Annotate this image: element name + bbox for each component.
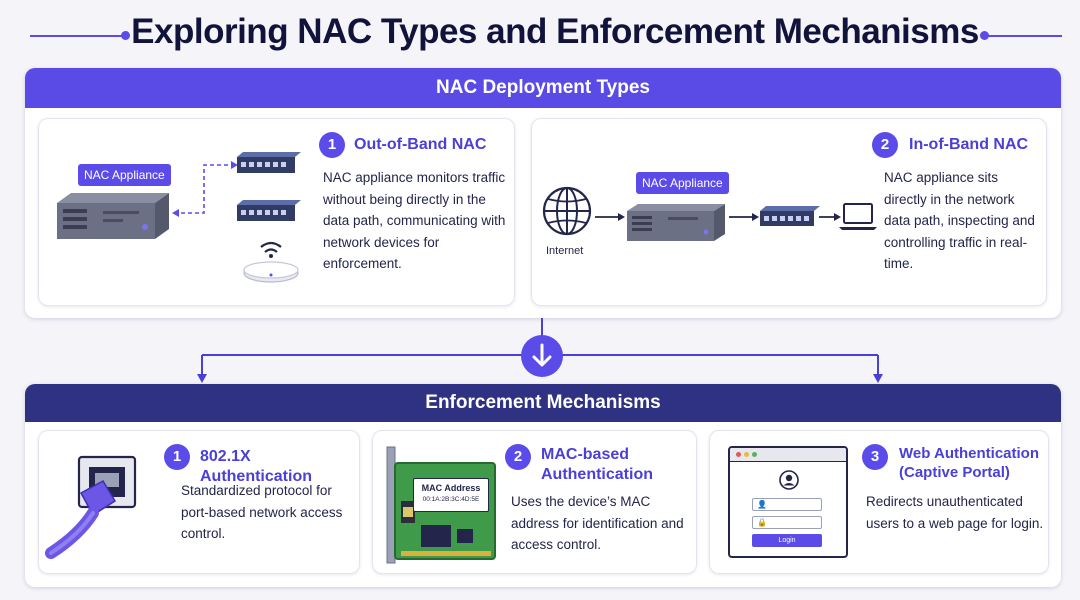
out-of-band-description: NAC appliance monitors traffic without b… bbox=[323, 170, 506, 271]
out-of-band-title: Out-of-Band NAC bbox=[354, 136, 487, 153]
enforcement-description-web-auth: Redirects unauthenticated users to a web… bbox=[866, 494, 1044, 531]
step-number-badge: 3 bbox=[862, 444, 888, 470]
flow-arrow bbox=[819, 213, 841, 221]
flow-arrow bbox=[729, 213, 759, 221]
flow-arrow bbox=[595, 213, 625, 221]
step-number-badge: 2 bbox=[505, 444, 531, 470]
network-switch-icon bbox=[237, 200, 301, 221]
server-appliance-icon bbox=[57, 193, 169, 239]
title-rule-right bbox=[988, 35, 1062, 37]
password-field[interactable]: 🔒 bbox=[752, 516, 822, 529]
deployment-types-section: NAC Deployment Types NAC Appliance bbox=[25, 68, 1061, 318]
enforcement-card-web-auth: 👤 🔒 Login 3 Web Authentication (Captive … bbox=[709, 430, 1049, 574]
enforcement-description-mac: Uses the device’s MAC address for identi… bbox=[511, 494, 684, 552]
ethernet-port-icon bbox=[45, 455, 137, 559]
title-rule-left bbox=[30, 35, 122, 37]
window-dot-green bbox=[752, 452, 757, 457]
out-of-band-card: NAC Appliance bbox=[38, 118, 515, 306]
page-title: Exploring NAC Types and Enforcement Mech… bbox=[131, 12, 979, 51]
network-card-icon: MAC Address 00:1A:2B:3C:4D:5E bbox=[381, 441, 501, 569]
title-dot-left bbox=[121, 31, 130, 40]
enforcement-title-mac: MAC-based Authentication bbox=[541, 446, 653, 483]
network-switch-icon bbox=[237, 152, 301, 173]
in-band-card: Internet NAC Appliance bbox=[531, 118, 1047, 306]
in-band-description: NAC appliance sits directly in the netwo… bbox=[884, 170, 1035, 271]
window-dot-red bbox=[736, 452, 741, 457]
mac-address-label: MAC Address bbox=[421, 483, 481, 493]
nac-appliance-tag: NAC Appliance bbox=[78, 164, 171, 186]
laptop-icon bbox=[839, 203, 877, 230]
enforcement-header: Enforcement Mechanisms bbox=[25, 384, 1061, 422]
enforcement-title-8021x: 802.1X Authentication bbox=[200, 448, 312, 485]
down-arrow-icon bbox=[521, 335, 563, 377]
network-switch-icon bbox=[760, 206, 820, 226]
window-dot-yellow bbox=[744, 452, 749, 457]
step-number-badge: 1 bbox=[164, 444, 190, 470]
user-icon: 👤 bbox=[757, 500, 767, 509]
title-row: Exploring NAC Types and Enforcement Mech… bbox=[0, 0, 1080, 66]
enforcement-card-8021x: 1 802.1X Authentication Standardized pro… bbox=[38, 430, 360, 574]
enforcement-description-8021x: Standardized protocol for port-based net… bbox=[181, 483, 343, 541]
login-button[interactable]: Login bbox=[752, 534, 822, 547]
step-number-badge: 2 bbox=[872, 132, 898, 158]
server-appliance-icon bbox=[627, 204, 725, 241]
lock-icon: 🔒 bbox=[757, 518, 767, 527]
username-field[interactable]: 👤 bbox=[752, 498, 822, 511]
nac-appliance-tag: NAC Appliance bbox=[636, 172, 729, 194]
internet-label: Internet bbox=[546, 245, 584, 257]
mac-address-value: 00:1A:2B:3C:4D:5E bbox=[422, 496, 480, 503]
enforcement-title-web-auth: Web Authentication (Captive Portal) bbox=[899, 445, 1039, 481]
deployment-types-header: NAC Deployment Types bbox=[25, 68, 1061, 108]
mac-address-sticker: MAC Address 00:1A:2B:3C:4D:5E bbox=[413, 478, 489, 512]
step-number-badge: 1 bbox=[319, 132, 345, 158]
user-avatar-icon bbox=[779, 470, 799, 490]
globe-icon bbox=[542, 186, 592, 236]
wireless-access-point-icon bbox=[243, 241, 299, 283]
title-dot-right bbox=[980, 31, 989, 40]
browser-titlebar bbox=[730, 448, 846, 462]
dashed-link-connector bbox=[172, 161, 238, 217]
browser-login-icon: 👤 🔒 Login bbox=[728, 446, 848, 558]
in-band-title: In-of-Band NAC bbox=[909, 136, 1029, 153]
enforcement-card-mac: MAC Address 00:1A:2B:3C:4D:5E 2 MAC-base… bbox=[372, 430, 697, 574]
enforcement-section: Enforcement Mechanisms 1 802.1X Authenti… bbox=[25, 384, 1061, 587]
